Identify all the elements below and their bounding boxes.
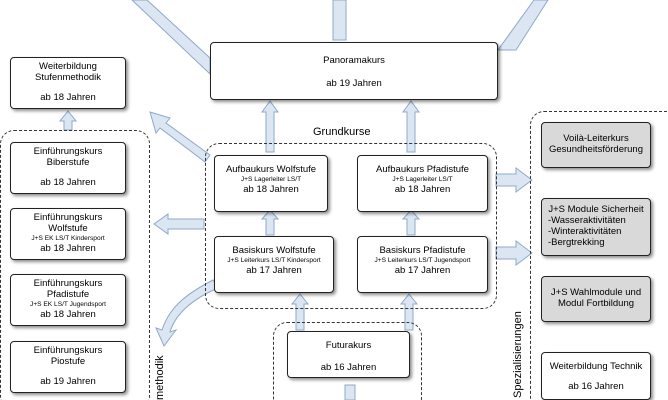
- box-title: Einführungskurs: [33, 212, 103, 223]
- box-panoramakurs[interactable]: Panoramakurs ab 19 Jahren: [210, 42, 498, 100]
- box-title-2: Pfadistufe: [46, 289, 90, 300]
- box-subtitle: J+S EK LS/T Kindersport: [31, 235, 105, 242]
- box-age: ab 19 Jahren: [40, 376, 96, 387]
- box-age: ab 19 Jahren: [326, 78, 382, 89]
- box-age: ab 16 Jahren: [568, 381, 624, 392]
- arrow-aufbau-wolf-to-panorama: [261, 100, 279, 153]
- arrow-basis-pfadi-to-aufbau: [401, 209, 421, 236]
- box-age: ab 17 Jahren: [394, 265, 451, 276]
- box-weiterbildung-stufenmethodik[interactable]: Weiterbildung Stufenmethodik ab 18 Jahre…: [10, 57, 126, 109]
- box-weiterbildung-technik[interactable]: Weiterbildung Technik ab 16 Jahren: [541, 352, 651, 400]
- box-title: Basiskurs Wolfstufe: [232, 245, 316, 256]
- box-title-2: Piostufe: [50, 356, 86, 367]
- box-age: ab 18 Jahren: [394, 184, 451, 195]
- group-stufenmethodik: [0, 130, 150, 400]
- box-age: ab 18 Jahren: [40, 92, 96, 103]
- box-voila-leiterkurs[interactable]: Voilà-Leiterkurs Gesundheitsförderung: [541, 122, 651, 168]
- box-title-2: Wolfstufe: [48, 223, 88, 234]
- arrow-to-spez-top: [495, 167, 533, 193]
- box-title: Aufbaukurs Pfadistufe: [376, 164, 469, 175]
- arrow-to-weiterbildung: [58, 110, 78, 131]
- box-js-module-sicherheit[interactable]: J+S Module Sicherheit -Wasseraktivitäten…: [541, 198, 651, 256]
- group-spezialisierungen: [530, 111, 668, 400]
- box-einfuehrung-pfadi[interactable]: Einführungskurs Pfadistufe J+S EK LS/T J…: [10, 274, 126, 326]
- box-line-3: -Bergtrekking: [548, 237, 605, 248]
- box-title-2: Gesundheitsförderung: [548, 144, 643, 155]
- box-subtitle: J+S Lagerleiter LS/T: [240, 176, 302, 183]
- arrow-futura-to-basis-wolf: [290, 293, 310, 331]
- arrow-aufbau-pfadi-to-panorama: [402, 100, 420, 153]
- box-age: ab 17 Jahren: [246, 265, 302, 276]
- connector-top-center: [332, 0, 347, 41]
- group-label-methodik: methodik: [154, 355, 166, 400]
- box-title: Panoramakurs: [323, 55, 385, 66]
- box-subtitle: J+S EK LS/T Jugendsport: [30, 301, 106, 308]
- arrow-grundkurse-diag: [149, 111, 211, 163]
- box-basiskurs-pfadistufe[interactable]: Basiskurs Pfadistufe J+S Leiterkurs LS/T…: [357, 236, 488, 293]
- box-js-wahlmodule[interactable]: J+S Wahlmodule und Modul Fortbildung: [541, 276, 651, 322]
- box-line-1: -Wasseraktivitäten: [548, 215, 626, 226]
- box-title-2: Stufenmethodik: [34, 72, 101, 83]
- box-title: Einführungskurs: [33, 278, 103, 289]
- box-title: Voilà-Leiterkurs: [563, 133, 629, 144]
- box-title: Futurakurs: [325, 340, 372, 351]
- arrow-to-spez-bottom: [495, 240, 533, 266]
- arrow-curve-down: [155, 279, 219, 347]
- box-age: ab 18 Jahren: [40, 309, 96, 320]
- box-age: ab 18 Jahren: [243, 184, 299, 195]
- box-aufbaukurs-wolfstufe[interactable]: Aufbaukurs Wolfstufe J+S Lagerleiter LS/…: [214, 155, 328, 212]
- group-label-grundkurse: Grundkurse: [313, 126, 371, 138]
- connector-futura-down: [344, 384, 356, 400]
- box-title: Weiterbildung Technik: [549, 361, 643, 372]
- arrow-to-einfuehrung: [153, 213, 205, 235]
- box-age: ab 18 Jahren: [40, 243, 96, 254]
- box-title: J+S Module Sicherheit: [548, 204, 644, 215]
- group-grundkurse: [205, 143, 497, 309]
- box-einfuehrung-pio[interactable]: Einführungskurs Piostufe ab 19 Jahren: [10, 341, 126, 393]
- box-futurakurs[interactable]: Futurakurs ab 16 Jahren: [287, 331, 410, 378]
- box-age: ab 18 Jahren: [40, 177, 96, 188]
- box-title: Einführungskurs: [33, 345, 103, 356]
- box-basiskurs-wolfstufe[interactable]: Basiskurs Wolfstufe J+S Leiterkurs LS/T …: [214, 236, 334, 293]
- group-futura: [273, 322, 422, 400]
- box-title-2: Modul Fortbildung: [557, 298, 635, 309]
- box-title: J+S Wahlmodule und: [550, 287, 642, 298]
- box-subtitle: J+S Leiterkurs LS/T Kindersport: [227, 257, 321, 264]
- box-subtitle: J+S Leiterkurs LS/T Jugendsport: [374, 257, 471, 264]
- box-line-2: -Winteraktivitäten: [548, 226, 622, 237]
- box-title: Weiterbildung: [39, 61, 97, 72]
- connector-top-left: [131, 0, 211, 76]
- group-label-spezialisierungen: Spezialisierungen: [512, 311, 524, 398]
- box-title-2: Biberstufe: [46, 157, 90, 168]
- box-title: Einführungskurs: [33, 146, 103, 157]
- box-einfuehrung-wolf[interactable]: Einführungskurs Wolfstufe J+S EK LS/T Ki…: [10, 208, 126, 260]
- box-einfuehrung-biber[interactable]: Einführungskurs Biberstufe ab 18 Jahren: [10, 142, 126, 194]
- arrow-basis-wolf-to-aufbau: [260, 209, 280, 236]
- connector-top-right: [497, 0, 549, 51]
- box-title: Basiskurs Pfadistufe: [379, 245, 466, 256]
- box-aufbaukurs-pfadistufe[interactable]: Aufbaukurs Pfadistufe J+S Lagerleiter LS…: [357, 155, 488, 212]
- box-subtitle: J+S Lagerleiter LS/T: [392, 176, 453, 183]
- box-age: ab 16 Jahren: [320, 362, 377, 373]
- box-title: Aufbaukurs Wolfstufe: [225, 164, 317, 175]
